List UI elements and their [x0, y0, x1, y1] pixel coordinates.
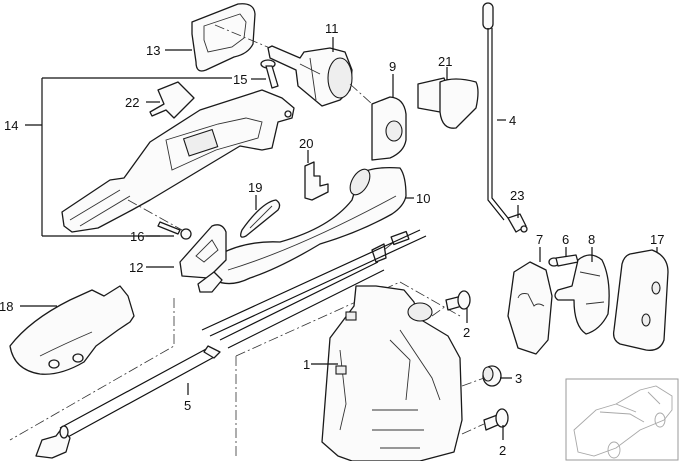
- callout-21[interactable]: 21: [438, 54, 452, 69]
- callout-13[interactable]: 13: [146, 43, 160, 58]
- part-11-lock-cylinder[interactable]: [267, 45, 353, 107]
- part-17-cover-plate[interactable]: [612, 249, 669, 351]
- callout-12[interactable]: 12: [129, 260, 143, 275]
- part-21-blind-cap[interactable]: [417, 77, 479, 129]
- callout-10[interactable]: 10: [416, 191, 430, 206]
- callout-16[interactable]: 16: [130, 229, 144, 244]
- callout-15[interactable]: 15: [233, 72, 247, 87]
- vehicle-locator-thumbnail: [565, 378, 679, 461]
- part-15-screw[interactable]: [260, 59, 279, 89]
- part-18-inside-handle[interactable]: [9, 285, 175, 441]
- part-3-grommet[interactable]: [461, 365, 502, 387]
- callout-3[interactable]: 3: [515, 371, 522, 386]
- callout-6[interactable]: 6: [562, 232, 569, 247]
- callout-19[interactable]: 19: [248, 180, 262, 195]
- part-16-screw[interactable]: [157, 221, 192, 240]
- callout-2-upper[interactable]: 2: [463, 325, 470, 340]
- part-22-seal-pad[interactable]: [149, 81, 195, 119]
- callout-20[interactable]: 20: [299, 136, 313, 151]
- part-1-lock-actuator[interactable]: [321, 285, 463, 461]
- callout-leaders: [20, 37, 658, 440]
- callout-18[interactable]: 18: [0, 299, 13, 314]
- part-23-rod-clip[interactable]: [507, 213, 528, 233]
- part-13-handle-cover-gasket[interactable]: [191, 3, 271, 72]
- callout-23[interactable]: 23: [510, 188, 524, 203]
- callout-11[interactable]: 11: [325, 21, 339, 36]
- part-cable-connector[interactable]: [371, 230, 410, 263]
- callout-4[interactable]: 4: [509, 113, 516, 128]
- part-6-striker-screw[interactable]: [548, 254, 579, 267]
- callout-labels: 13 11 15 22 14 9 21 4 20 19 10 23 16 12 …: [0, 21, 664, 458]
- part-10-door-handle[interactable]: [209, 166, 407, 285]
- callout-14-bracket: [41, 77, 232, 237]
- part-2-screw-upper[interactable]: [431, 290, 471, 317]
- callout-7[interactable]: 7: [536, 232, 543, 247]
- part-14-handle-carrier[interactable]: [61, 89, 295, 233]
- callout-17[interactable]: 17: [650, 232, 664, 247]
- part-2-screw-lower[interactable]: [461, 408, 509, 435]
- part-19-spring-clip[interactable]: [240, 199, 281, 238]
- callout-5[interactable]: 5: [184, 398, 191, 413]
- callout-1[interactable]: 1: [303, 357, 310, 372]
- callout-2-lower[interactable]: 2: [499, 443, 506, 458]
- part-12-handle-gasket[interactable]: [179, 224, 227, 293]
- callout-8[interactable]: 8: [588, 232, 595, 247]
- part-9-cylinder-cover[interactable]: [349, 83, 407, 161]
- callout-9[interactable]: 9: [389, 59, 396, 74]
- part-8-door-striker[interactable]: [554, 254, 610, 335]
- part-5-bowden-cable[interactable]: [35, 229, 427, 459]
- part-4-lock-rod[interactable]: [482, 2, 509, 221]
- part-20-retaining-clip[interactable]: [304, 161, 329, 201]
- callout-22[interactable]: 22: [125, 95, 139, 110]
- callout-14[interactable]: 14: [4, 118, 18, 133]
- part-7-striker-gasket[interactable]: [507, 261, 553, 355]
